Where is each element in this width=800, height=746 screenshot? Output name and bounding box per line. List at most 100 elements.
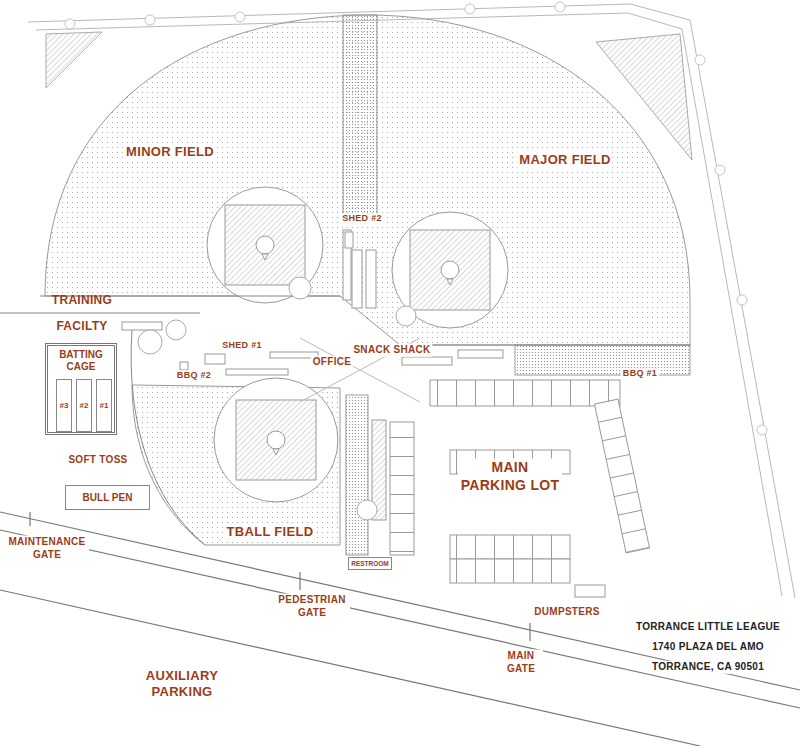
map-label: PEDESTRIAN GATE (274, 594, 350, 619)
road (529, 623, 530, 641)
map-label: BBQ #1 (621, 368, 659, 379)
trees (465, 4, 475, 14)
box-label: BATTING CAGE (48, 349, 114, 373)
cage-lane: #2 (76, 379, 92, 432)
parking-stalls (594, 399, 649, 553)
building (402, 357, 452, 365)
tree-cluster (396, 306, 416, 326)
trees (65, 19, 75, 29)
building (352, 250, 362, 308)
infield (225, 205, 305, 285)
road (0, 530, 800, 708)
map-label: TORRANCE, CA 90501 (650, 661, 766, 674)
map-label: TORRANCE LITTLE LEAGUE (634, 621, 782, 634)
tree-cluster (289, 277, 311, 299)
property-boundary (28, 4, 795, 598)
map-label: SHED #2 (340, 213, 384, 224)
map-label: MAIN PARKING LOT (458, 459, 562, 494)
parking-stalls (450, 559, 570, 583)
map-label: TBALL FIELD (225, 524, 316, 540)
parking-stalls (390, 380, 650, 583)
outfield (132, 385, 340, 545)
infield (267, 431, 285, 449)
walkway (346, 395, 368, 555)
restroom: RESTROOM (348, 557, 392, 570)
infield (392, 212, 508, 328)
road (0, 590, 700, 746)
map-label: SHED #1 (220, 340, 264, 351)
hatched-corner (46, 32, 102, 88)
map-label: AUXILIARY PARKING (140, 668, 224, 701)
building (366, 250, 376, 308)
bull-pen: BULL PEN (65, 485, 150, 510)
property-boundary (36, 13, 782, 596)
parking-stalls (450, 535, 570, 559)
map-label: MAINTENANCE GATE (5, 536, 89, 561)
infield (273, 449, 279, 455)
building (180, 362, 188, 370)
map-label: SNACK SHACK (351, 344, 432, 357)
trees (145, 15, 155, 25)
infield (236, 400, 316, 480)
building (122, 322, 162, 330)
fence-line (0, 296, 690, 545)
parking-stalls (430, 380, 620, 406)
road (0, 512, 800, 746)
trees (757, 425, 767, 435)
box-label: #2 (80, 401, 89, 411)
walkway (343, 15, 386, 555)
building (226, 369, 288, 375)
parking-stalls (390, 422, 414, 555)
building (458, 350, 503, 358)
tree-cluster (138, 277, 416, 520)
map-label: 1740 PLAZA DEL AMO (650, 641, 766, 654)
tree-cluster (166, 320, 186, 340)
building (345, 232, 353, 248)
fence-line (131, 330, 205, 545)
road (29, 512, 30, 526)
walkway (343, 15, 377, 215)
map-label: MINOR FIELD (124, 144, 216, 160)
map-label: SOFT TOSS (66, 454, 129, 467)
trees (715, 165, 725, 175)
property-boundary (28, 4, 795, 598)
building (122, 232, 605, 597)
road (0, 512, 800, 690)
tree-cluster (138, 330, 162, 354)
trees (695, 55, 705, 65)
road (299, 572, 300, 590)
infield (262, 254, 268, 260)
box-label: #3 (60, 401, 69, 411)
batting-cage: BATTING CAGE #3 #2 #1 (45, 343, 117, 435)
fence-line (0, 313, 200, 314)
infield (256, 236, 274, 254)
infield (214, 378, 338, 502)
infield (447, 279, 453, 285)
box-label: RESTROOM (351, 560, 389, 568)
cage-lane: #1 (96, 379, 112, 432)
map-label: DUMPSTERS (532, 606, 601, 619)
map-label: BBQ #2 (175, 370, 213, 381)
infield (207, 187, 323, 303)
infield (410, 230, 490, 310)
outfield (515, 345, 690, 375)
building (205, 354, 225, 364)
box-label: BULL PEN (83, 492, 133, 504)
cage-lane: #3 (56, 379, 72, 432)
tree-cluster (357, 500, 377, 520)
map-label: OFFICE (311, 356, 353, 369)
building (575, 585, 605, 597)
map-label: MAIN GATE (499, 650, 543, 675)
map-label: TRAINING FACILTY (45, 287, 119, 340)
infield (441, 261, 459, 279)
trees (235, 12, 245, 22)
box-label: #1 (100, 401, 109, 411)
trees (737, 295, 747, 305)
trees (555, 2, 565, 12)
map-label: MAJOR FIELD (517, 152, 612, 168)
fence-line (400, 345, 690, 346)
